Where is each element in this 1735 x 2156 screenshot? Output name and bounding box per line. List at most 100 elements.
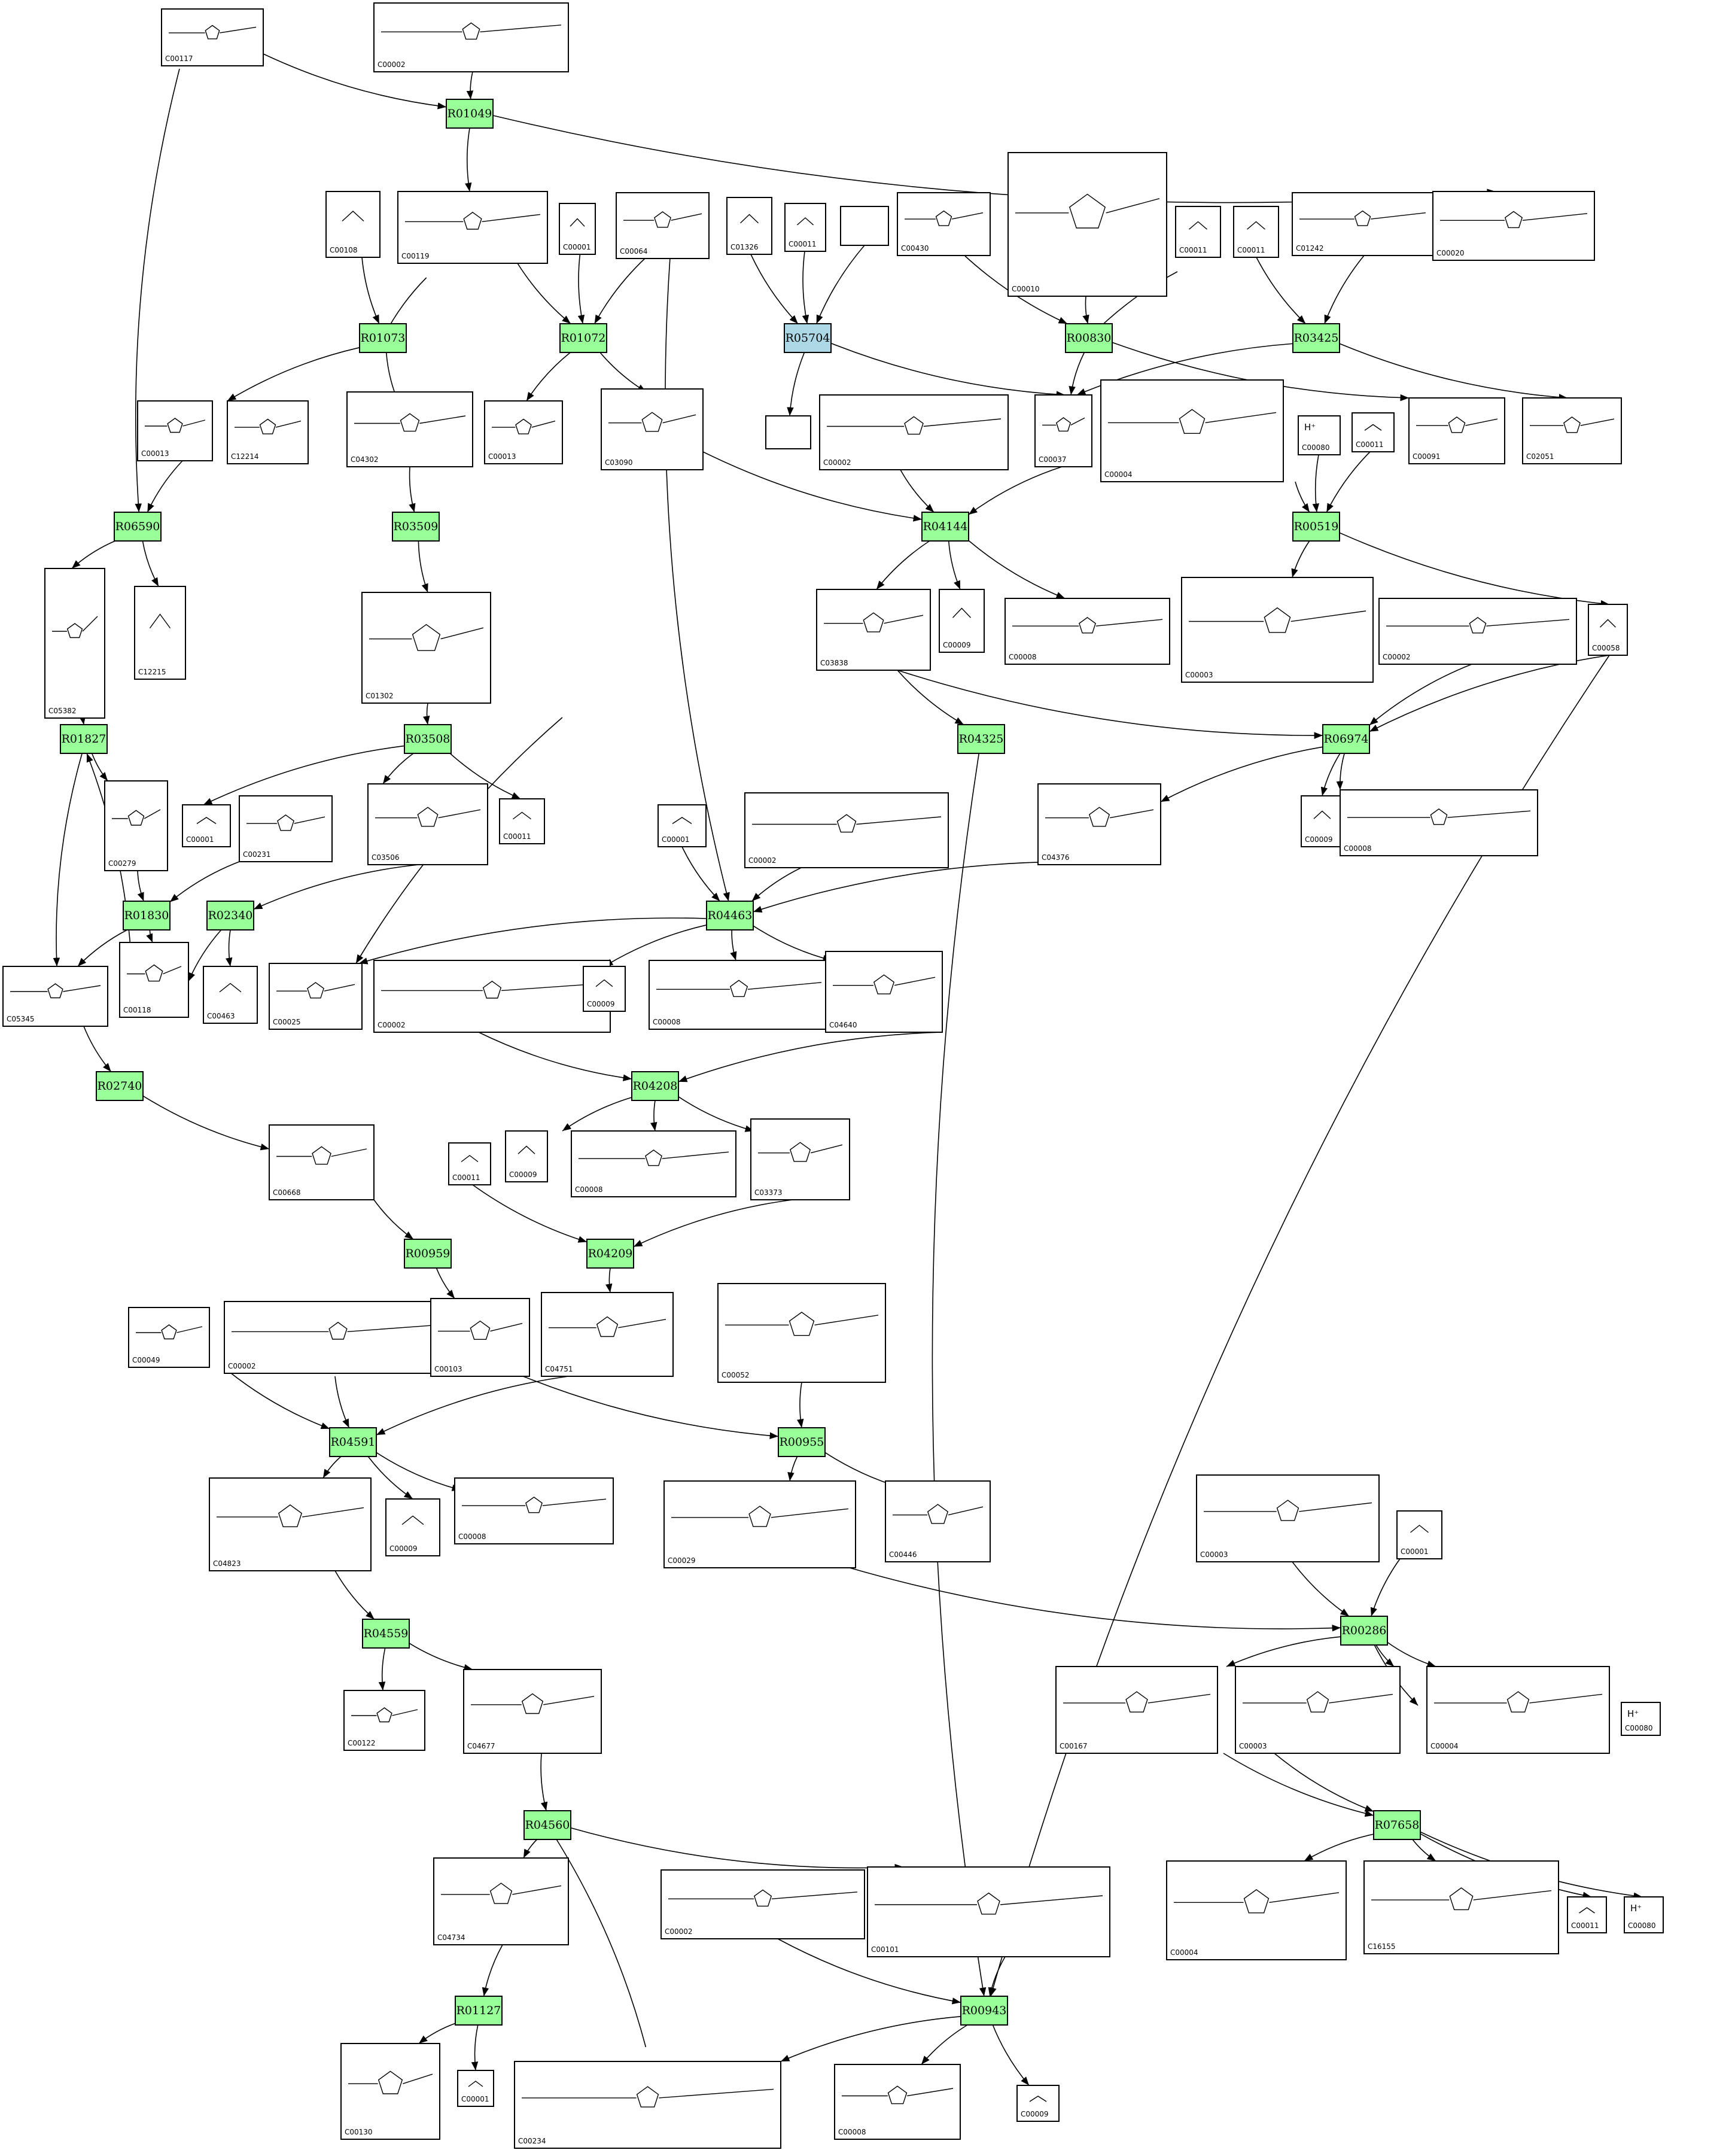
compound-box[interactable]	[1233, 206, 1279, 258]
compound-box[interactable]	[227, 400, 309, 464]
compound-node[interactable]: C04751	[541, 1292, 674, 1377]
compound-node[interactable]: C00101	[867, 1866, 1110, 1957]
compound-node[interactable]: C00011	[499, 798, 545, 844]
compound-node[interactable]: C00008	[1340, 789, 1538, 856]
compound-box[interactable]	[1100, 379, 1284, 482]
reaction-box[interactable]	[123, 901, 171, 930]
compound-node[interactable]: C03090	[601, 388, 704, 470]
compound-node[interactable]: C00011	[1233, 206, 1279, 258]
compound-box[interactable]	[1175, 206, 1221, 258]
compound-node[interactable]	[840, 206, 889, 246]
compound-box[interactable]	[601, 388, 704, 470]
compound-box[interactable]	[541, 1292, 674, 1377]
compound-box[interactable]	[119, 942, 189, 1018]
compound-box[interactable]	[1235, 1666, 1401, 1754]
compound-box[interactable]	[209, 1477, 372, 1571]
compound-box[interactable]	[1621, 1702, 1661, 1736]
reaction-node[interactable]: R04325	[957, 724, 1005, 754]
compound-box[interactable]	[717, 1283, 886, 1383]
reaction-box[interactable]	[1292, 512, 1340, 542]
reaction-box[interactable]	[784, 323, 832, 353]
reaction-box[interactable]	[1292, 323, 1340, 353]
compound-node[interactable]: C00064	[616, 192, 710, 259]
compound-node[interactable]: C00001	[559, 203, 596, 255]
compound-box[interactable]	[726, 197, 772, 255]
compound-box[interactable]	[505, 1130, 548, 1182]
compound-node[interactable]: C00020	[1432, 191, 1595, 261]
compound-node[interactable]: C00009	[505, 1130, 548, 1182]
compound-node[interactable]: C00117	[161, 8, 264, 66]
compound-box[interactable]	[340, 2043, 440, 2140]
reaction-node[interactable]: R04559	[362, 1619, 410, 1649]
compound-box[interactable]	[1055, 1666, 1218, 1754]
compound-box[interactable]	[1522, 397, 1622, 464]
reaction-box[interactable]	[455, 1996, 503, 2026]
compound-box[interactable]	[1037, 783, 1161, 865]
compound-box[interactable]	[834, 2064, 961, 2140]
compound-box[interactable]	[1396, 1510, 1442, 1559]
reaction-node[interactable]: R02740	[96, 1071, 144, 1101]
reaction-box[interactable]	[329, 1427, 377, 1457]
compound-node[interactable]: C04640	[825, 951, 943, 1033]
reaction-box[interactable]	[778, 1427, 826, 1457]
reaction-node[interactable]: R01073	[359, 323, 407, 353]
compound-node[interactable]: H⁺C00080	[1624, 1896, 1664, 1933]
reaction-box[interactable]	[523, 1810, 571, 1840]
compound-node[interactable]: C00008	[1005, 598, 1170, 665]
reaction-box[interactable]	[114, 512, 162, 542]
compound-box[interactable]	[1408, 397, 1505, 464]
compound-node[interactable]: C03838	[816, 589, 931, 671]
compound-box[interactable]	[361, 592, 491, 704]
compound-box[interactable]	[765, 415, 811, 449]
compound-node[interactable]: C00011	[1352, 412, 1395, 452]
compound-box[interactable]	[1007, 152, 1167, 297]
compound-node[interactable]: C00119	[397, 191, 548, 264]
reaction-box[interactable]	[1322, 724, 1370, 754]
compound-node[interactable]: C00011	[448, 1142, 491, 1185]
compound-node[interactable]: C00004	[1100, 379, 1284, 482]
compound-node[interactable]: C00234	[514, 2061, 781, 2149]
compound-box[interactable]	[1301, 795, 1344, 847]
reaction-node[interactable]: R00519	[1292, 512, 1340, 542]
compound-node[interactable]: C00037	[1034, 394, 1092, 467]
compound-node[interactable]: C00003	[1181, 577, 1374, 683]
compound-box[interactable]	[819, 394, 1009, 470]
compound-node[interactable]: H⁺C00080	[1621, 1702, 1661, 1736]
compound-node[interactable]: C00002	[660, 1869, 865, 1939]
compound-node[interactable]: C00009	[385, 1498, 440, 1556]
reaction-node[interactable]: R01830	[123, 901, 171, 930]
reaction-box[interactable]	[706, 901, 754, 930]
compound-box[interactable]	[430, 1298, 530, 1377]
compound-box[interactable]	[269, 1124, 375, 1200]
reaction-node[interactable]: R03509	[392, 512, 440, 542]
compound-box[interactable]	[583, 966, 626, 1012]
compound-box[interactable]	[1426, 1666, 1610, 1754]
compound-node[interactable]: C00004	[1166, 1860, 1347, 1960]
compound-box[interactable]	[1298, 415, 1341, 455]
reaction-box[interactable]	[1373, 1810, 1421, 1840]
reaction-box[interactable]	[60, 724, 108, 754]
reaction-box[interactable]	[921, 512, 969, 542]
compound-box[interactable]	[840, 206, 889, 246]
reaction-node[interactable]: R04144	[921, 512, 969, 542]
compound-box[interactable]	[325, 191, 381, 258]
compound-node[interactable]: C00231	[239, 795, 333, 862]
compound-box[interactable]	[571, 1130, 736, 1197]
compound-box[interactable]	[1363, 1860, 1559, 1954]
compound-box[interactable]	[1166, 1860, 1347, 1960]
compound-box[interactable]	[224, 1301, 452, 1374]
reaction-node[interactable]: R04209	[586, 1239, 634, 1269]
compound-box[interactable]	[373, 960, 611, 1033]
compound-box[interactable]	[397, 191, 548, 264]
compound-box[interactable]	[1352, 412, 1395, 452]
compound-box[interactable]	[269, 963, 363, 1030]
compound-node[interactable]: C00009	[1301, 795, 1344, 847]
compound-node[interactable]: C00058	[1588, 604, 1628, 656]
compound-box[interactable]	[514, 2061, 781, 2149]
compound-box[interactable]	[616, 192, 710, 259]
reaction-box[interactable]	[1065, 323, 1113, 353]
reaction-box[interactable]	[631, 1071, 679, 1101]
compound-node[interactable]: C00049	[128, 1307, 210, 1368]
compound-node[interactable]: C04823	[209, 1477, 372, 1571]
compound-node[interactable]: C01242	[1292, 192, 1433, 256]
